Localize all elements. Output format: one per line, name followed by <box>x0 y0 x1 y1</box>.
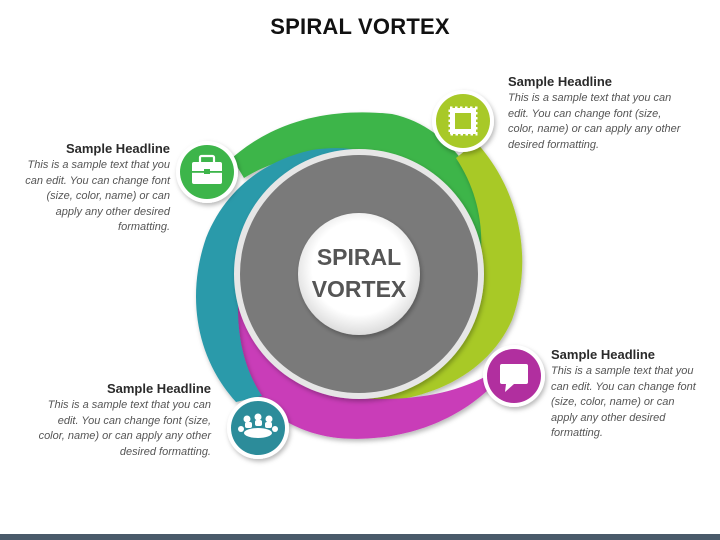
swirl-arm-magenta <box>233 290 507 439</box>
center-label-line1: SPIRAL <box>316 244 402 270</box>
headline-bottom-right: Sample Headline <box>551 347 656 362</box>
text-block-top-right: Sample Headline This is a sample text th… <box>508 74 688 153</box>
badge-teal <box>227 397 289 459</box>
text-block-bottom-left: Sample Headline This is a sample text th… <box>30 381 211 460</box>
headline-bottom-left: Sample Headline <box>106 381 211 396</box>
badge-lime <box>432 90 494 152</box>
swirl-arm-teal <box>196 148 358 402</box>
body-bottom-right: This is a sample text that you can edit.… <box>551 365 696 439</box>
swirl-arm-green <box>232 112 491 262</box>
center-label-line2: VORTEX <box>311 276 407 302</box>
briefcase-icon <box>192 154 222 184</box>
body-bottom-left: This is a sample text that you can edit.… <box>38 399 211 458</box>
body-top-left: This is a sample text that you can edit.… <box>25 159 170 233</box>
body-top-right: This is a sample text that you can edit.… <box>508 92 681 151</box>
team-meeting-icon <box>238 413 278 438</box>
text-block-bottom-right: Sample Headline This is a sample text th… <box>551 347 701 442</box>
headline-top-right: Sample Headline <box>508 74 613 89</box>
stamp-icon <box>448 106 478 136</box>
footer-bar <box>0 534 720 540</box>
center-label: SPIRAL VORTEX <box>299 241 419 305</box>
center-circle <box>298 213 420 335</box>
swirl-arm-lime <box>336 142 523 402</box>
slide-title: SPIRAL VORTEX <box>270 14 450 39</box>
speech-bubble-icon <box>500 364 528 392</box>
text-block-top-left: Sample Headline This is a sample text th… <box>20 141 170 236</box>
headline-top-left: Sample Headline <box>65 141 170 156</box>
badge-magenta <box>483 345 545 407</box>
badge-green <box>176 141 238 203</box>
